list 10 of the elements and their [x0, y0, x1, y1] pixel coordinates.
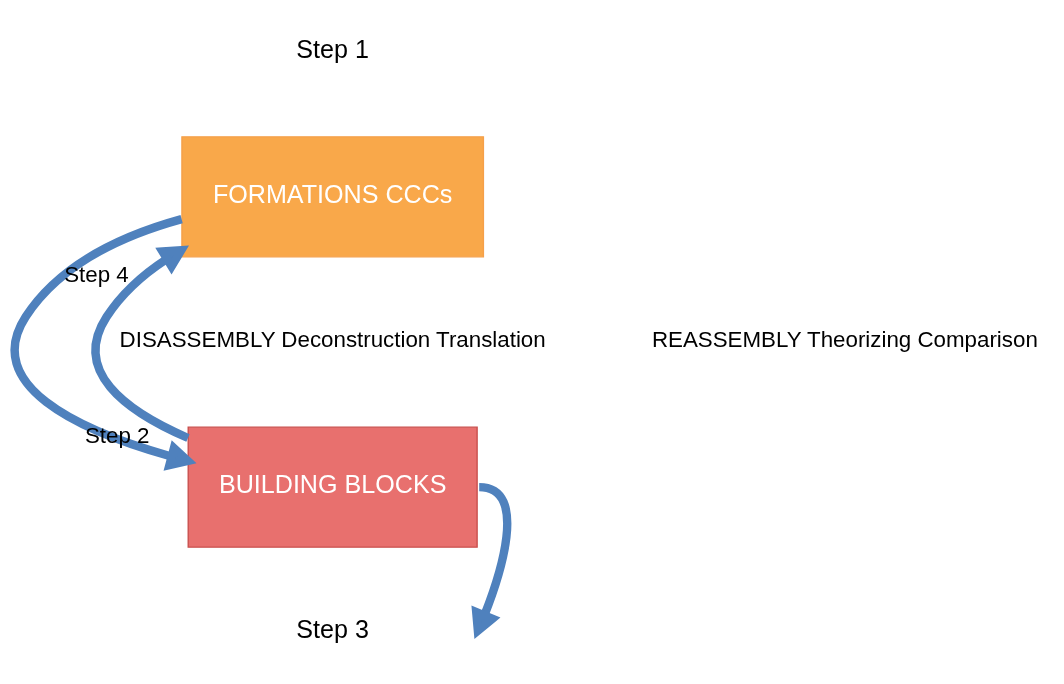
node-box: BUILDING BLOCKS [187, 426, 478, 548]
arrow [10, 215, 197, 471]
label: DISASSEMBLY Deconstruction Translation [119, 327, 546, 353]
label: REASSEMBLY Theorizing Comparison [651, 327, 1038, 353]
node-label: Step 1 [296, 34, 369, 63]
edge-label: Step 4 [64, 261, 129, 287]
edge-label: Step 2 [84, 422, 150, 448]
node-box: FORMATIONS CCCs [181, 136, 485, 258]
arrow [91, 245, 190, 442]
node-label: Step 3 [296, 615, 369, 644]
